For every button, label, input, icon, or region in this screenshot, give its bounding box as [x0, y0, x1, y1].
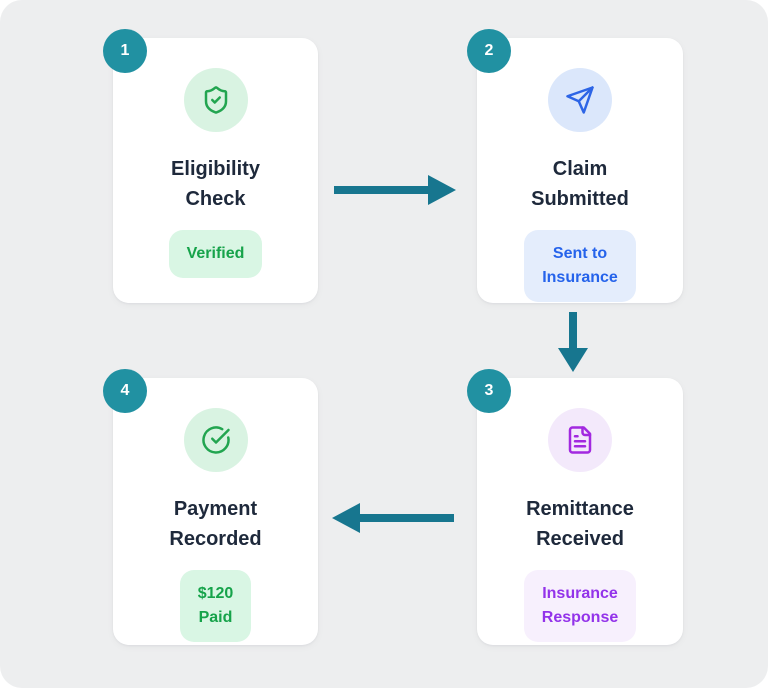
step-number-badge: 2: [467, 29, 511, 73]
status-badge: Insurance Response: [523, 570, 637, 642]
arrow-left-icon: [332, 503, 454, 533]
send-icon: [548, 68, 612, 132]
step-card-eligibility-check: 1 Eligibility Check Verified: [103, 29, 318, 303]
step-title: Remittance Received: [526, 498, 634, 550]
step-card-payment-recorded: 4 Payment Recorded $120 Paid: [103, 369, 318, 645]
step-card-remittance-received: 3 Remittance Received Insurance Response: [467, 369, 683, 645]
step-title: Eligibility Check: [171, 158, 260, 210]
step-card-claim-submitted: 2 Claim Submitted Sent to Insurance: [467, 29, 683, 303]
file-text-icon: [548, 408, 612, 472]
status-badge: Sent to Insurance: [524, 230, 636, 302]
step-number-badge: 4: [103, 369, 147, 413]
step-title: Payment Recorded: [169, 498, 262, 550]
status-badge: $120 Paid: [179, 570, 252, 642]
arrow-down-icon: [558, 312, 588, 372]
step-number-badge: 1: [103, 29, 147, 73]
shield-check-icon: [183, 68, 248, 132]
status-badge: Verified: [168, 230, 263, 278]
step-number-badge: 3: [467, 369, 511, 413]
arrow-right-icon: [334, 175, 456, 205]
step-title: Claim Submitted: [531, 158, 629, 210]
check-circle-icon: [183, 408, 248, 472]
